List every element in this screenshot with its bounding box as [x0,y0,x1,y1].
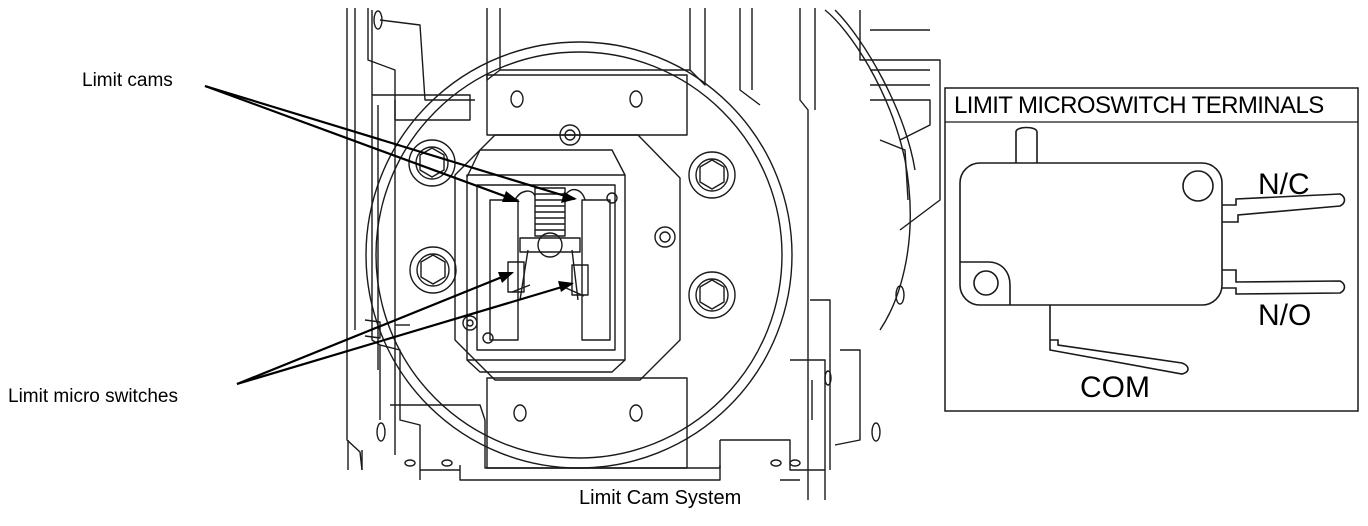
round-flange [365,41,793,469]
terminal-no-label: N/O [1258,299,1312,332]
switch-leader-1 [236,271,513,386]
cam-leader-2 [204,84,576,201]
terminal-com-label: COM [1080,371,1150,404]
microswitch-panel [944,87,1359,412]
actuator-housing [346,8,941,500]
cam-leader-1 [204,84,519,203]
mounting-holes [373,10,905,467]
switch-leader-2 [236,282,573,386]
microswitch-panel-title: LIMIT MICROSWITCH TERMINALS [954,92,1324,119]
leader-arrowheads [498,191,577,292]
microswitch-body-drawing [959,126,1346,375]
cam-stack [514,187,586,301]
limit-cams-label: Limit cams [82,70,173,91]
limit-micro-switches-label: Limit micro switches [8,386,178,407]
terminal-nc-label: N/C [1258,168,1310,201]
switch-box [466,149,626,373]
inner-plate [454,124,681,381]
micro-switches [489,199,611,341]
leader-lines [204,84,576,386]
figure-caption: Limit Cam System [579,487,742,509]
